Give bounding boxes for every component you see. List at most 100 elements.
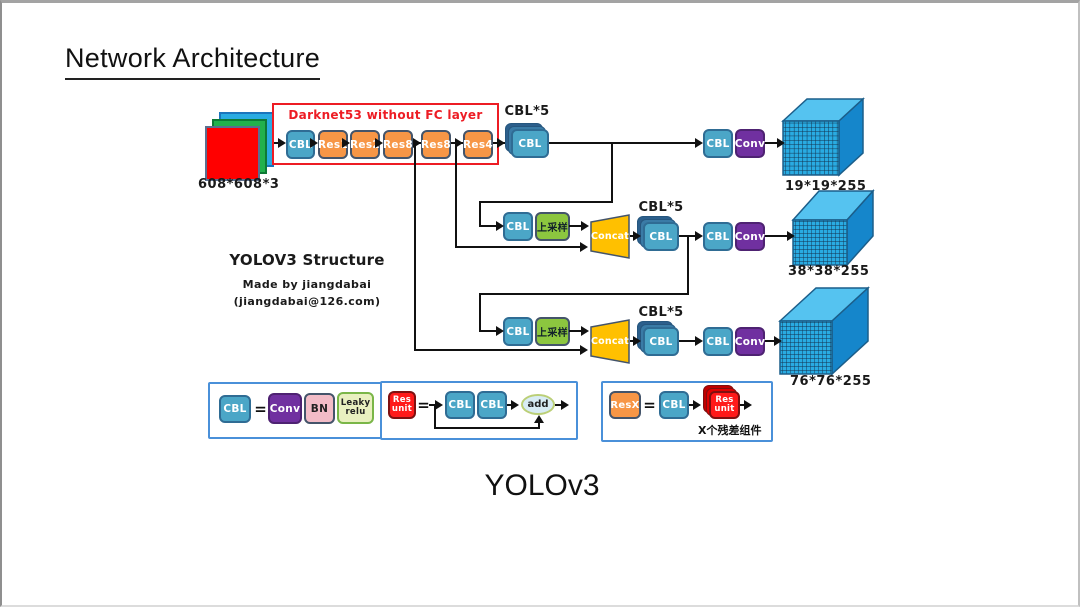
- output-cube-76: [778, 286, 870, 376]
- connector-line: [569, 330, 581, 332]
- head-cbl-row3: CBL: [703, 327, 733, 356]
- upsample-cbl-row2: CBL: [503, 212, 533, 241]
- legend-cbl: CBL: [219, 395, 251, 423]
- arrow-head-icon: [581, 326, 589, 336]
- connector-line: [479, 201, 481, 227]
- arrow-head-icon: [278, 138, 286, 148]
- arrow-head-icon: [633, 336, 641, 346]
- connector-line: [414, 144, 416, 350]
- leaky-line2: relu: [345, 407, 366, 417]
- connector-line: [414, 349, 580, 351]
- arrow-head-icon: [633, 231, 641, 241]
- connector-line: [479, 330, 496, 332]
- head-conv-row2: Conv: [735, 222, 765, 251]
- legend2-equals: =: [417, 396, 430, 414]
- credit-block: YOLOV3 Structure Made by jiangdabai (jia…: [224, 251, 390, 308]
- connector-line: [630, 235, 635, 237]
- arrow-head-icon: [774, 336, 782, 346]
- arrow-head-icon: [580, 345, 588, 355]
- head-cbl-row2: CBL: [703, 222, 733, 251]
- arrow-head-icon: [777, 138, 785, 148]
- cbl5-label-row3: CBL*5: [638, 305, 684, 320]
- head-conv-row3: Conv: [735, 327, 765, 356]
- arrow-head-icon: [744, 400, 752, 410]
- head-cbl-row1: CBL: [703, 129, 733, 158]
- connector-line: [569, 225, 581, 227]
- arrow-head-icon: [581, 221, 589, 231]
- credit-title: YOLOV3 Structure: [229, 251, 385, 269]
- arrow-head-icon: [693, 400, 701, 410]
- legend-add-node: add: [521, 394, 555, 415]
- output-cube-38: [791, 189, 875, 267]
- arrow-head-icon: [695, 231, 703, 241]
- legend-res-unit: Res unit: [388, 391, 416, 419]
- connector-line: [740, 404, 746, 406]
- connector-line: [538, 421, 540, 429]
- arrow-head-icon: [580, 242, 588, 252]
- concat-shape-row3: [590, 319, 630, 364]
- connector-line: [765, 235, 788, 237]
- connector-line: [434, 427, 540, 429]
- credit-email: (jiangdabai@126.com): [233, 295, 381, 308]
- connector-line: [479, 225, 496, 227]
- connector-line: [611, 144, 613, 202]
- arrow-head-icon: [435, 400, 443, 410]
- legend-bn: BN: [304, 393, 335, 424]
- darknet53-box: [272, 103, 499, 165]
- backbone-block-res4: Res4: [463, 130, 493, 159]
- resunit-stack-front: Res unit: [709, 391, 740, 419]
- arrow-head-icon: [787, 231, 795, 241]
- cbl5-stack-front-row1: CBL: [511, 129, 549, 158]
- arrow-head-icon: [413, 138, 421, 148]
- concat-label-row2: Concat: [590, 231, 630, 242]
- res-unit-line2: unit: [391, 404, 413, 414]
- output-cube-19: [781, 97, 865, 177]
- legend-leaky-relu: Leaky relu: [337, 392, 374, 424]
- res-unit-line1: Res: [392, 394, 412, 405]
- arrow-head-icon: [496, 221, 504, 231]
- cbl5-stack-front-row2: CBL: [643, 222, 679, 251]
- page-title: Network Architecture: [65, 43, 321, 80]
- legend3-cbl: CBL: [659, 391, 689, 419]
- res-unit-line1: Res: [715, 394, 734, 405]
- upsample-block-row3: 上采样: [535, 317, 570, 346]
- connector-line: [679, 340, 695, 342]
- arrow-head-icon: [342, 138, 350, 148]
- arrow-head-icon: [455, 138, 463, 148]
- legend-conv: Conv: [268, 393, 302, 424]
- legend3-equals: =: [643, 396, 656, 414]
- connector-line: [455, 246, 580, 248]
- arrow-head-icon: [695, 138, 703, 148]
- arrow-head-icon: [695, 336, 703, 346]
- arrow-head-icon: [375, 138, 383, 148]
- concat-label-row3: Concat: [590, 336, 630, 347]
- credit-author: Made by jiangdabai: [242, 278, 372, 291]
- arrow-head-icon: [511, 400, 519, 410]
- cbl5-label-row2: CBL*5: [638, 200, 684, 215]
- legend2-cbl-1: CBL: [445, 391, 475, 419]
- connector-line: [479, 201, 613, 203]
- legend2-cbl-2: CBL: [477, 391, 507, 419]
- connector-line: [549, 142, 695, 144]
- output-size-38: 38*38*255: [788, 264, 870, 279]
- connector-line: [429, 404, 437, 406]
- arrow-head-icon: [497, 138, 505, 148]
- upsample-block-row2: 上采样: [535, 212, 570, 241]
- connector-line: [555, 404, 563, 406]
- leaky-line1: Leaky: [340, 397, 371, 408]
- legend-resx-note: X个残差组件: [698, 424, 762, 437]
- connector-line: [479, 293, 481, 331]
- connector-line: [687, 236, 689, 294]
- connector-line: [479, 293, 689, 295]
- input-image-channel-red: [205, 126, 260, 181]
- connector-line: [765, 340, 775, 342]
- arrow-head-icon: [534, 415, 544, 423]
- connector-line: [689, 404, 695, 406]
- backbone-block-res8-a: Res8: [383, 130, 413, 159]
- connector-line: [507, 404, 513, 406]
- output-size-76: 76*76*255: [790, 374, 872, 389]
- cbl5-label-row1: CBL*5: [504, 104, 550, 119]
- legend-resx: ResX: [609, 391, 641, 419]
- darknet53-title: Darknet53 without FC layer: [288, 108, 483, 122]
